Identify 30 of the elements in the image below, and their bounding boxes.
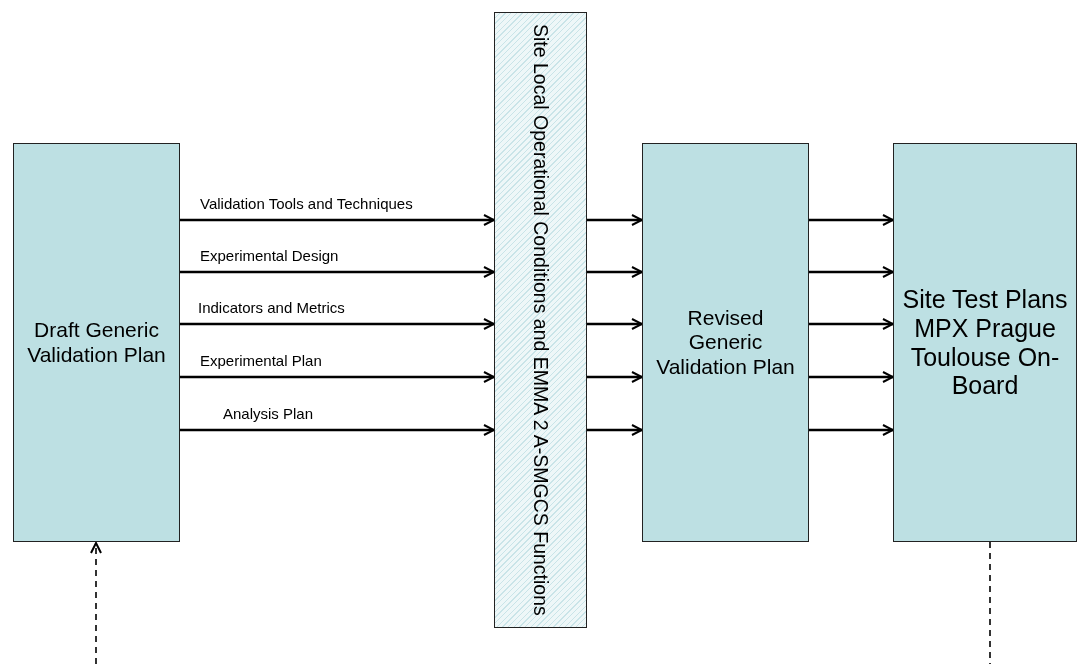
arrow bbox=[587, 371, 643, 383]
process-box bbox=[893, 143, 1077, 542]
edge-label: Analysis Plan bbox=[223, 406, 314, 421]
arrow bbox=[180, 371, 495, 383]
arrow bbox=[90, 542, 102, 664]
process-box bbox=[13, 143, 180, 542]
arrow bbox=[809, 318, 894, 330]
edge-label: Experimental Plan bbox=[200, 353, 322, 368]
arrow bbox=[809, 424, 894, 436]
process-band bbox=[494, 12, 587, 628]
arrow bbox=[180, 266, 495, 278]
edge-label: Experimental Design bbox=[200, 248, 339, 263]
arrow bbox=[809, 371, 894, 383]
node-label: Site Local Operational Conditions and EMMA 2 A-SMGCS Functions bbox=[529, 24, 554, 616]
node-label: Draft Generic Validation Plan bbox=[26, 318, 167, 367]
arrow bbox=[180, 424, 495, 436]
arrow bbox=[180, 318, 495, 330]
arrow bbox=[180, 214, 495, 226]
process-box bbox=[642, 143, 809, 542]
arrow bbox=[809, 214, 894, 226]
connector-line bbox=[989, 541, 991, 664]
arrow bbox=[587, 318, 643, 330]
node-label: Site Test Plans MPX Prague Toulouse On-Board bbox=[901, 285, 1069, 400]
node-label: Revised Generic Validation Plan bbox=[655, 306, 796, 379]
arrow bbox=[587, 424, 643, 436]
edge-label: Indicators and Metrics bbox=[198, 300, 345, 315]
arrow bbox=[587, 214, 643, 226]
arrow bbox=[587, 266, 643, 278]
arrow bbox=[809, 266, 894, 278]
edge-label: Validation Tools and Techniques bbox=[200, 196, 413, 211]
